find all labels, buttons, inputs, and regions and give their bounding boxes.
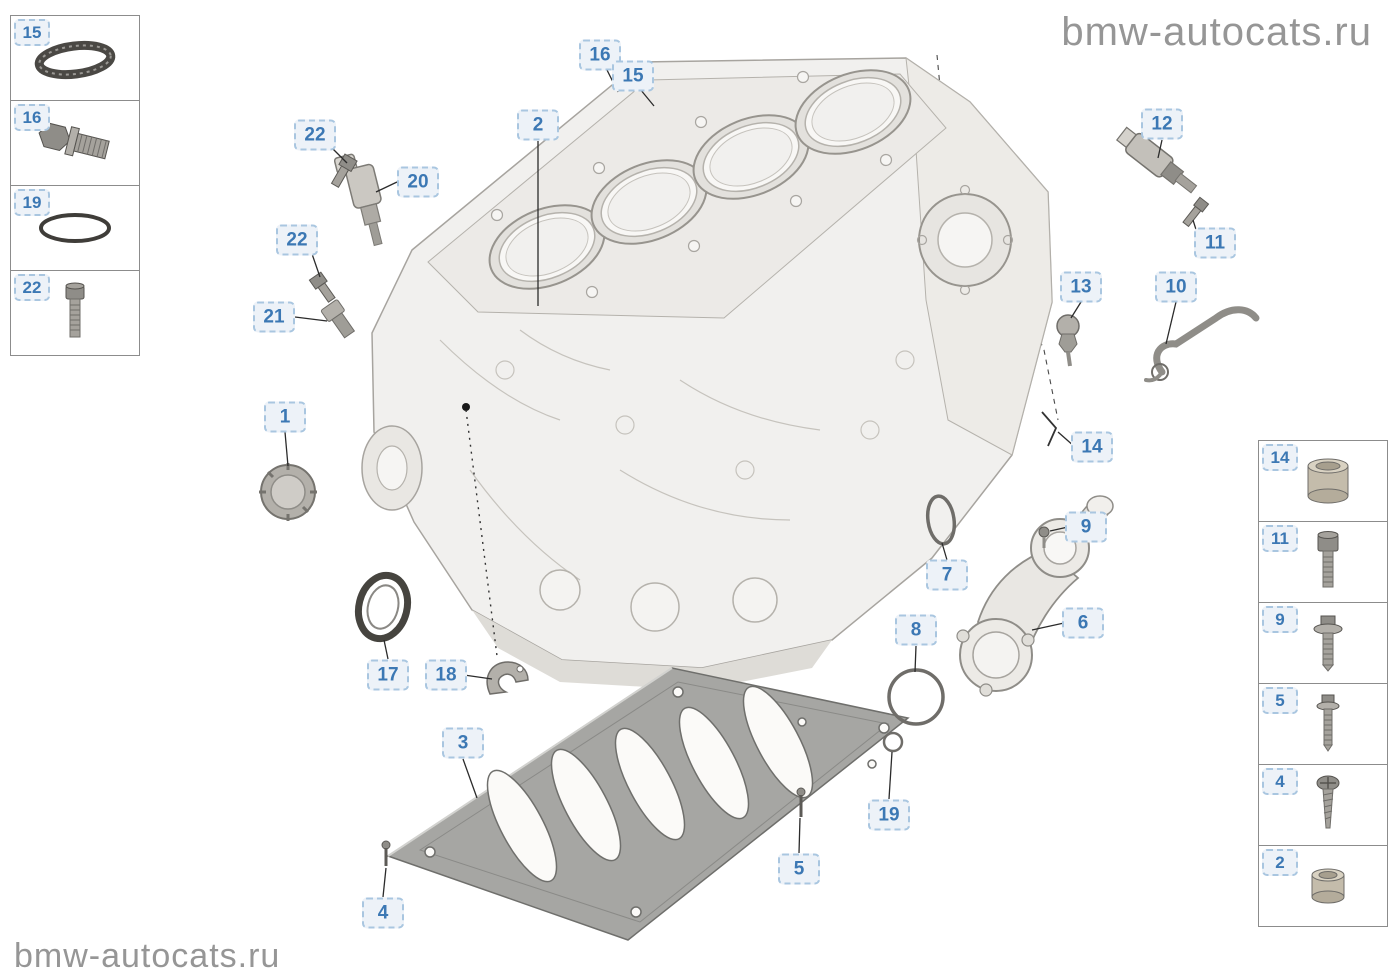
part-number-badge[interactable]: 14 [1262,444,1298,471]
part-box-16[interactable]: 16 [10,100,140,186]
o-ring-icon [20,197,130,259]
part-number-badge[interactable]: 2 [1262,849,1298,876]
callout-20[interactable]: 20 [397,166,439,198]
part-box-4[interactable]: 4 [1258,764,1388,846]
callout-5[interactable]: 5 [778,853,820,885]
callout-17[interactable]: 17 [367,659,409,691]
callout-4[interactable]: 4 [362,897,404,929]
part-number-badge[interactable]: 9 [1262,606,1298,633]
part-box-15[interactable]: 15 [10,15,140,101]
dowel-sleeve-icon [1268,450,1378,512]
callout-6[interactable]: 6 [1062,607,1104,639]
flange-bolt-icon [1268,610,1378,676]
callout-21[interactable]: 21 [253,301,295,333]
part-box-2[interactable]: 2 [1258,845,1388,927]
callout-19[interactable]: 19 [868,799,910,831]
left-parts-panel: 15 16 [10,15,140,356]
cap-screw-icon [1268,529,1378,595]
part-number-badge[interactable]: 15 [14,19,50,46]
callout-14[interactable]: 14 [1071,431,1113,463]
callout-10[interactable]: 10 [1155,271,1197,303]
right-parts-panel: 14 11 [1258,440,1388,927]
callout-7[interactable]: 7 [926,559,968,591]
part-box-19[interactable]: 19 [10,185,140,271]
part-number-badge[interactable]: 19 [14,189,50,216]
watermark-bottom-left: bmw-autocats.ru [14,937,281,975]
part-box-22[interactable]: 22 [10,270,140,356]
sleeve-icon [1268,855,1378,917]
part-number-badge[interactable]: 5 [1262,687,1298,714]
tapping-screw-icon [1268,772,1378,838]
screw-icon [1268,691,1378,757]
watermark-top-right: bmw-autocats.ru [1061,10,1372,54]
callout-3[interactable]: 3 [442,727,484,759]
callout-11[interactable]: 11 [1194,227,1236,259]
callout-15[interactable]: 15 [612,60,654,92]
callout-18[interactable]: 18 [425,659,467,691]
callout-12[interactable]: 12 [1141,108,1183,140]
callout-22[interactable]: 22 [276,224,318,256]
callout-22[interactable]: 22 [294,119,336,151]
callout-2[interactable]: 2 [517,109,559,141]
socket-screw-icon [20,280,130,346]
callout-9[interactable]: 9 [1065,511,1107,543]
part-box-5[interactable]: 5 [1258,683,1388,765]
part-number-badge[interactable]: 16 [14,104,50,131]
callout-8[interactable]: 8 [895,614,937,646]
part-box-11[interactable]: 11 [1258,521,1388,603]
part-box-9[interactable]: 9 [1258,602,1388,684]
part-box-14[interactable]: 14 [1258,440,1388,522]
part-number-badge[interactable]: 4 [1262,768,1298,795]
seal-ring-icon [20,27,130,89]
callout-1[interactable]: 1 [264,401,306,433]
part-number-badge[interactable]: 22 [14,274,50,301]
callout-13[interactable]: 13 [1060,271,1102,303]
part-number-badge[interactable]: 11 [1262,525,1298,552]
